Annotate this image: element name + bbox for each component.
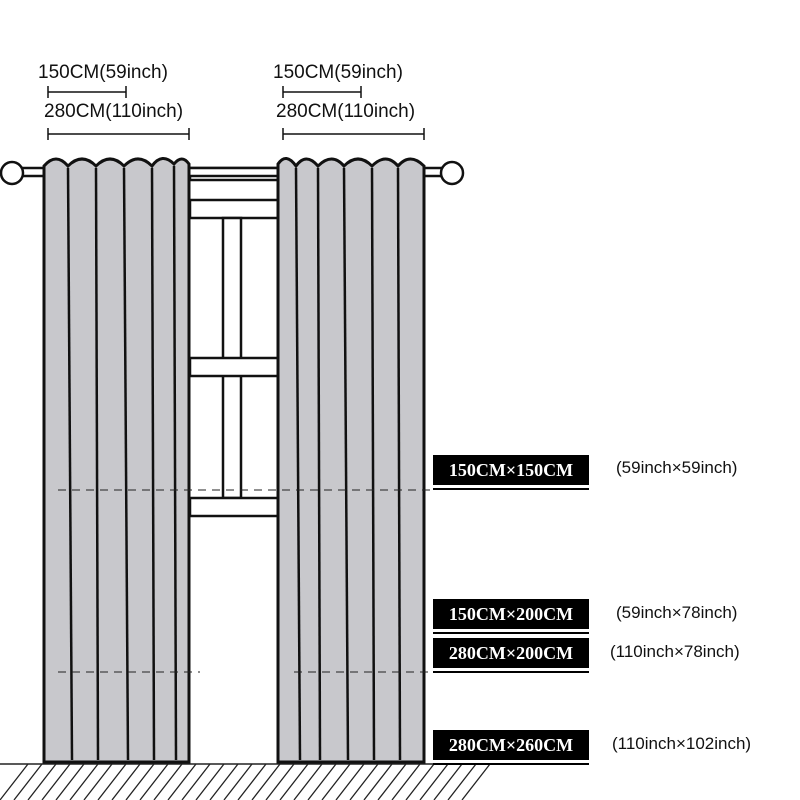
floor bbox=[0, 763, 491, 800]
floor-hatch-line bbox=[265, 763, 295, 800]
curtain-panel-left bbox=[42, 157, 191, 764]
size-label-280x200: 280CM×200CM bbox=[433, 638, 589, 671]
floor-hatch-line bbox=[461, 763, 491, 800]
floor-hatch-line bbox=[181, 763, 211, 800]
floor-hatch-line bbox=[167, 763, 197, 800]
window-frame bbox=[188, 166, 282, 518]
floor-hatch-line bbox=[55, 763, 85, 800]
floor-hatch-line bbox=[251, 763, 281, 800]
size-label-150x200: 150CM×200CM bbox=[433, 599, 589, 632]
floor-hatch-line bbox=[223, 763, 253, 800]
floor-hatch-line bbox=[433, 763, 463, 800]
floor-hatch-line bbox=[293, 763, 323, 800]
floor-hatch-line bbox=[13, 763, 43, 800]
floor-hatch-line bbox=[125, 763, 155, 800]
rod-finial-left bbox=[0, 160, 25, 186]
inch-label-59x59: (59inch×59inch) bbox=[616, 458, 738, 477]
floor-hatch-line bbox=[0, 763, 29, 800]
floor-hatch-line bbox=[69, 763, 99, 800]
inch-label-110x78: (110inch×78inch) bbox=[610, 642, 740, 661]
length-guides bbox=[58, 489, 430, 765]
floor-hatch-line bbox=[237, 763, 267, 800]
left-width-label-2: 280CM(110inch) bbox=[44, 101, 184, 122]
size-label-280x260: 280CM×260CM bbox=[433, 730, 589, 763]
floor-hatch-line bbox=[377, 763, 407, 800]
right-width-label-1: 150CM(59inch) bbox=[273, 62, 403, 83]
floor-hatch-line bbox=[195, 763, 225, 800]
floor-hatch-line bbox=[363, 763, 393, 800]
floor-hatch-line bbox=[335, 763, 365, 800]
floor-hatch-line bbox=[447, 763, 477, 800]
rod-finial-right bbox=[439, 160, 465, 186]
floor-hatch-line bbox=[279, 763, 309, 800]
floor-hatch-line bbox=[405, 763, 435, 800]
size-label-150x150: 150CM×150CM bbox=[433, 455, 589, 488]
curtain-panel-right bbox=[276, 157, 426, 764]
floor-hatch-line bbox=[83, 763, 113, 800]
floor-hatch-line bbox=[27, 763, 57, 800]
inch-label-59x78: (59inch×78inch) bbox=[616, 603, 738, 622]
inch-label-110x102: (110inch×102inch) bbox=[612, 734, 752, 753]
floor-hatch-line bbox=[139, 763, 169, 800]
floor-hatch-line bbox=[321, 763, 351, 800]
floor-hatch-line bbox=[153, 763, 183, 800]
floor-hatch-line bbox=[111, 763, 141, 800]
floor-hatch-line bbox=[41, 763, 71, 800]
floor-hatch-line bbox=[419, 763, 449, 800]
floor-hatch-line bbox=[391, 763, 421, 800]
floor-hatch-line bbox=[307, 763, 337, 800]
floor-hatch-line bbox=[97, 763, 127, 800]
floor-hatch-line bbox=[349, 763, 379, 800]
width-brackets bbox=[47, 86, 425, 140]
left-width-label-1: 150CM(59inch) bbox=[38, 62, 168, 83]
floor-hatch-line bbox=[209, 763, 239, 800]
right-width-label-2: 280CM(110inch) bbox=[276, 101, 416, 122]
